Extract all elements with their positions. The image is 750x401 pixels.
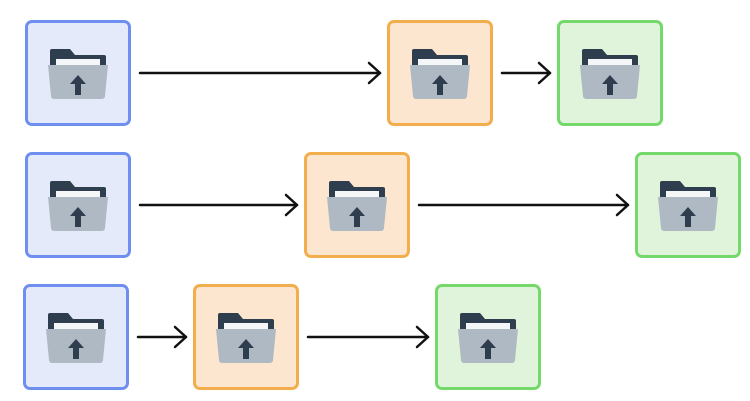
folder-upload-icon	[580, 49, 640, 99]
folder-upload-icon	[48, 181, 108, 231]
folder-upload-icon	[46, 313, 106, 363]
source-folder-node	[25, 20, 131, 126]
destination-folder-node	[635, 152, 741, 258]
folder-upload-icon	[410, 49, 470, 99]
connector-arrow	[417, 193, 630, 217]
folder-upload-icon	[48, 49, 108, 99]
folder-upload-icon	[658, 181, 718, 231]
destination-folder-node	[435, 284, 541, 390]
connector-arrow	[138, 61, 382, 85]
connector-arrow	[306, 325, 430, 349]
folder-upload-icon	[458, 313, 518, 363]
destination-folder-node	[557, 20, 663, 126]
source-folder-node	[25, 152, 131, 258]
connector-arrow	[500, 61, 552, 85]
connector-arrow	[136, 325, 188, 349]
connector-arrow	[138, 193, 299, 217]
intermediate-folder-node	[304, 152, 410, 258]
intermediate-folder-node	[387, 20, 493, 126]
source-folder-node	[23, 284, 129, 390]
intermediate-folder-node	[193, 284, 299, 390]
folder-upload-icon	[327, 181, 387, 231]
folder-upload-icon	[216, 313, 276, 363]
